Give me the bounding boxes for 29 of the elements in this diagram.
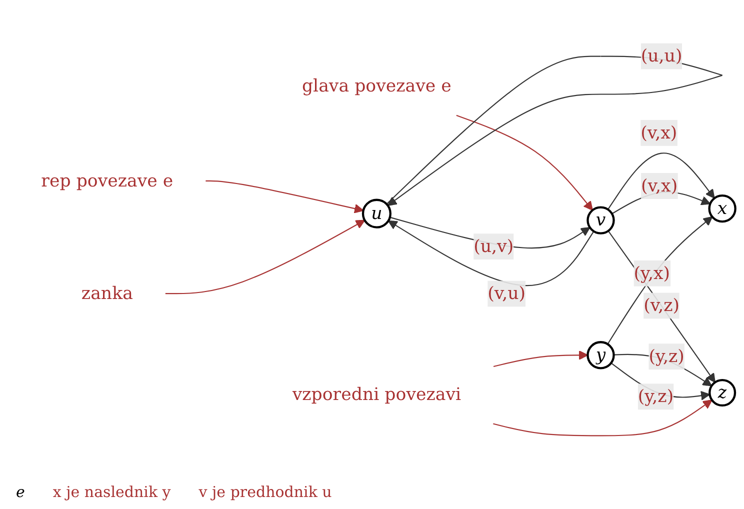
node-circle: v [586, 206, 615, 234]
arrow [388, 220, 594, 286]
edge-name: e [16, 483, 25, 501]
edge-label: (v,x) [641, 175, 678, 196]
edge-label: (u,v) [474, 236, 514, 256]
node-circle: x [708, 194, 736, 223]
node-circle: u [362, 198, 392, 228]
node-text: vzporedni povezavi [292, 384, 462, 404]
node-text: glava povezave e [302, 75, 452, 96]
arrow [165, 220, 366, 294]
arrow [493, 350, 588, 367]
edge-label: (v,u) [488, 282, 526, 304]
arrow [206, 180, 364, 214]
node-text: zanka [81, 282, 133, 304]
edge-label: (v,x) [640, 122, 678, 143]
edge-label: (v,z) [644, 294, 680, 316]
arrow [607, 216, 713, 344]
arrow [456, 114, 593, 211]
edge-label: (y,z) [648, 346, 684, 366]
arrow [493, 400, 712, 436]
note-text: x je naslednik y [52, 483, 171, 501]
edge-label: (u,u) [640, 45, 682, 66]
arrow [608, 230, 716, 383]
edge-label: (y,z) [638, 386, 674, 406]
arrow [608, 152, 715, 210]
node-text: rep povezave e [41, 170, 174, 191]
note-text: v je predhodnik u [198, 483, 332, 501]
edge-label: (y,x) [634, 262, 670, 284]
node-circle: z [708, 378, 736, 407]
